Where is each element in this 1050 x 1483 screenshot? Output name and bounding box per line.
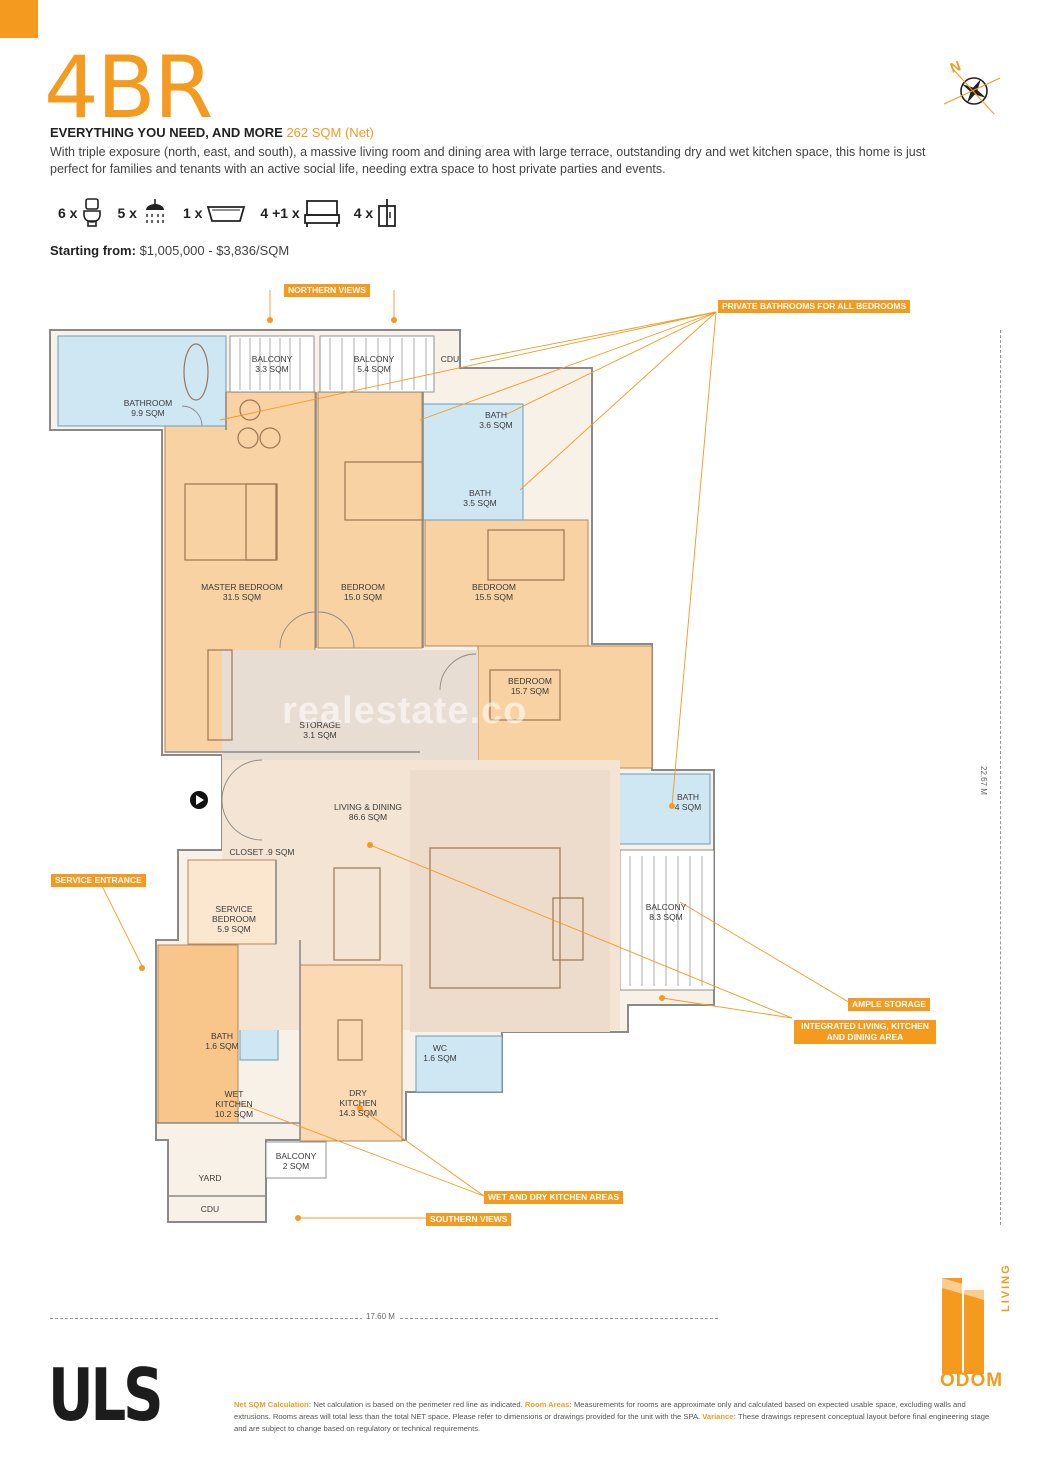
odom-wordmark: ODOM [940,1370,1004,1391]
callout-dots [139,317,675,1221]
disclaimer-net-text: Net calculation is based on the perimete… [313,1400,523,1409]
disclaimer-room-label: Room Areas: [524,1400,572,1409]
room-label-dry-kitchen: DRY KITCHEN 14.3 SQM [338,1088,378,1118]
callout-integrated-living: INTEGRATED LIVING, KITCHEN AND DINING AR… [794,1020,936,1044]
room-label-yard: YARD [198,1173,222,1183]
feature-count: 6 x [58,205,78,221]
width-dimension-label: 17.60 M [362,1312,399,1321]
price: Starting from: $1,005,000 - $3,836/SQM [50,243,289,258]
disclaimer-variance-label: Variance: [702,1412,737,1421]
toilet-icon [81,198,103,228]
room-label-cdu-top: CDU [440,354,460,364]
room-label-wet-kitchen: WET KITCHEN 10.2 SQM [214,1089,254,1119]
room-label-bathroom-master: BATHROOM 9.9 SQM [123,398,173,418]
floor-plan [49,290,853,1223]
room-label-storage: STORAGE 3.1 SQM [299,720,341,740]
room-label-service-bedroom: SERVICE BEDROOM 5.9 SQM [212,904,256,934]
room-label-balcony-3: BALCONY 8.3 SQM [645,902,687,922]
page-title: 4BR [44,38,213,138]
feature-count: 4 x [353,205,374,221]
callout-southern-views: SOUTHERN VIEWS [426,1213,512,1226]
feature-count: 5 x [117,205,137,221]
callout-private-bathrooms: PRIVATE BATHROOMS FOR ALL BEDROOMS [718,300,911,313]
headline: EVERYTHING YOU NEED, AND MORE 262 SQM (N… [50,125,374,140]
watermark: realestate.co [282,690,528,732]
room-label-balcony-2: BALCONY 5.4 SQM [353,354,395,374]
headline-text: EVERYTHING YOU NEED, AND MORE [50,125,283,140]
room-label-bath-2: BATH 3.5 SQM [463,488,497,508]
description: With triple exposure (north, east, and s… [50,145,926,176]
balcony-hatching [229,335,715,1179]
shower-icon [141,198,169,228]
door-arcs [181,405,477,841]
room-label-bedroom-2: BEDROOM 15.5 SQM [472,582,516,602]
price-value: $1,005,000 - $3,836/SQM [139,243,290,258]
disclaimer-room-text: Measurements for rooms are approximate o… [234,1400,966,1421]
corner-accent [0,0,38,38]
uls-logo: ULS [48,1353,164,1437]
height-dimension-line [1000,330,1002,1225]
bathroom-zone [57,335,711,1093]
odom-living-logo [942,1278,984,1374]
bathtub-icon [206,198,246,228]
room-label-living-dining: LIVING & DINING 86.6 SQM [333,802,402,822]
furniture [183,343,584,1061]
room-label-bath-service: BATH 1.6 SQM [205,1031,239,1051]
compass-icon: N [943,57,1001,115]
bed-icon [303,198,340,228]
disclaimer-variance-text: These drawings represent conceptual layo… [234,1412,990,1433]
height-dimension-label: 22.67 M [979,762,988,799]
disclaimer: Net SQM Calculation: Net calculation is … [234,1399,1002,1435]
room-label-closet: CLOSET .9 SQM [229,847,295,857]
feature-wardrobes: 4 x [354,198,399,228]
price-label: Starting from: [50,243,136,258]
feature-showers: 5 x [117,198,168,228]
balcony-lines [239,338,703,986]
callout-northern-views: NORTHERN VIEWS [284,284,370,297]
room-label-balcony-4: BALCONY 2 SQM [275,1151,317,1171]
feature-toilets: 6 x [58,198,103,228]
callout-service-entrance: SERVICE ENTRANCE [51,874,146,887]
interior-walls [156,392,424,1197]
room-label-balcony-1: BALCONY 3.3 SQM [251,354,293,374]
kitchen-zone [157,859,403,1142]
room-label-bedroom-1: BEDROOM 15.0 SQM [341,582,385,602]
room-label-bath-3: BATH 4 SQM [674,792,702,812]
compass-north-label: N [948,57,963,75]
wardrobe-icon [377,198,399,228]
room-label-cdu-bottom: CDU [200,1204,220,1214]
feature-list: 6 x 5 x 1 x 4 +1 x 4 x [58,196,409,230]
room-label-wc: WC 1.6 SQM [423,1043,457,1063]
room-label-bath-1: BATH 3.6 SQM [479,410,513,430]
feature-count: 4 +1 x [260,205,300,221]
feature-bedrooms: 4 +1 x [260,198,340,228]
callout-ample-storage: AMPLE STORAGE [848,998,930,1011]
feature-bathtub: 1 x [183,198,246,228]
living-wordmark: LIVING [1000,1263,1012,1312]
callout-leaders [101,290,853,1219]
disclaimer-net-label: Net SQM Calculation: [234,1400,312,1409]
room-label-bedroom-3: BEDROOM 15.7 SQM [508,676,552,696]
feature-count: 1 x [182,205,203,221]
room-label-master-bedroom: MASTER BEDROOM 31.5 SQM [201,582,283,602]
callout-wet-dry-kitchen: WET AND DRY KITCHEN AREAS [484,1191,624,1204]
net-area: 262 SQM (Net) [286,125,374,140]
